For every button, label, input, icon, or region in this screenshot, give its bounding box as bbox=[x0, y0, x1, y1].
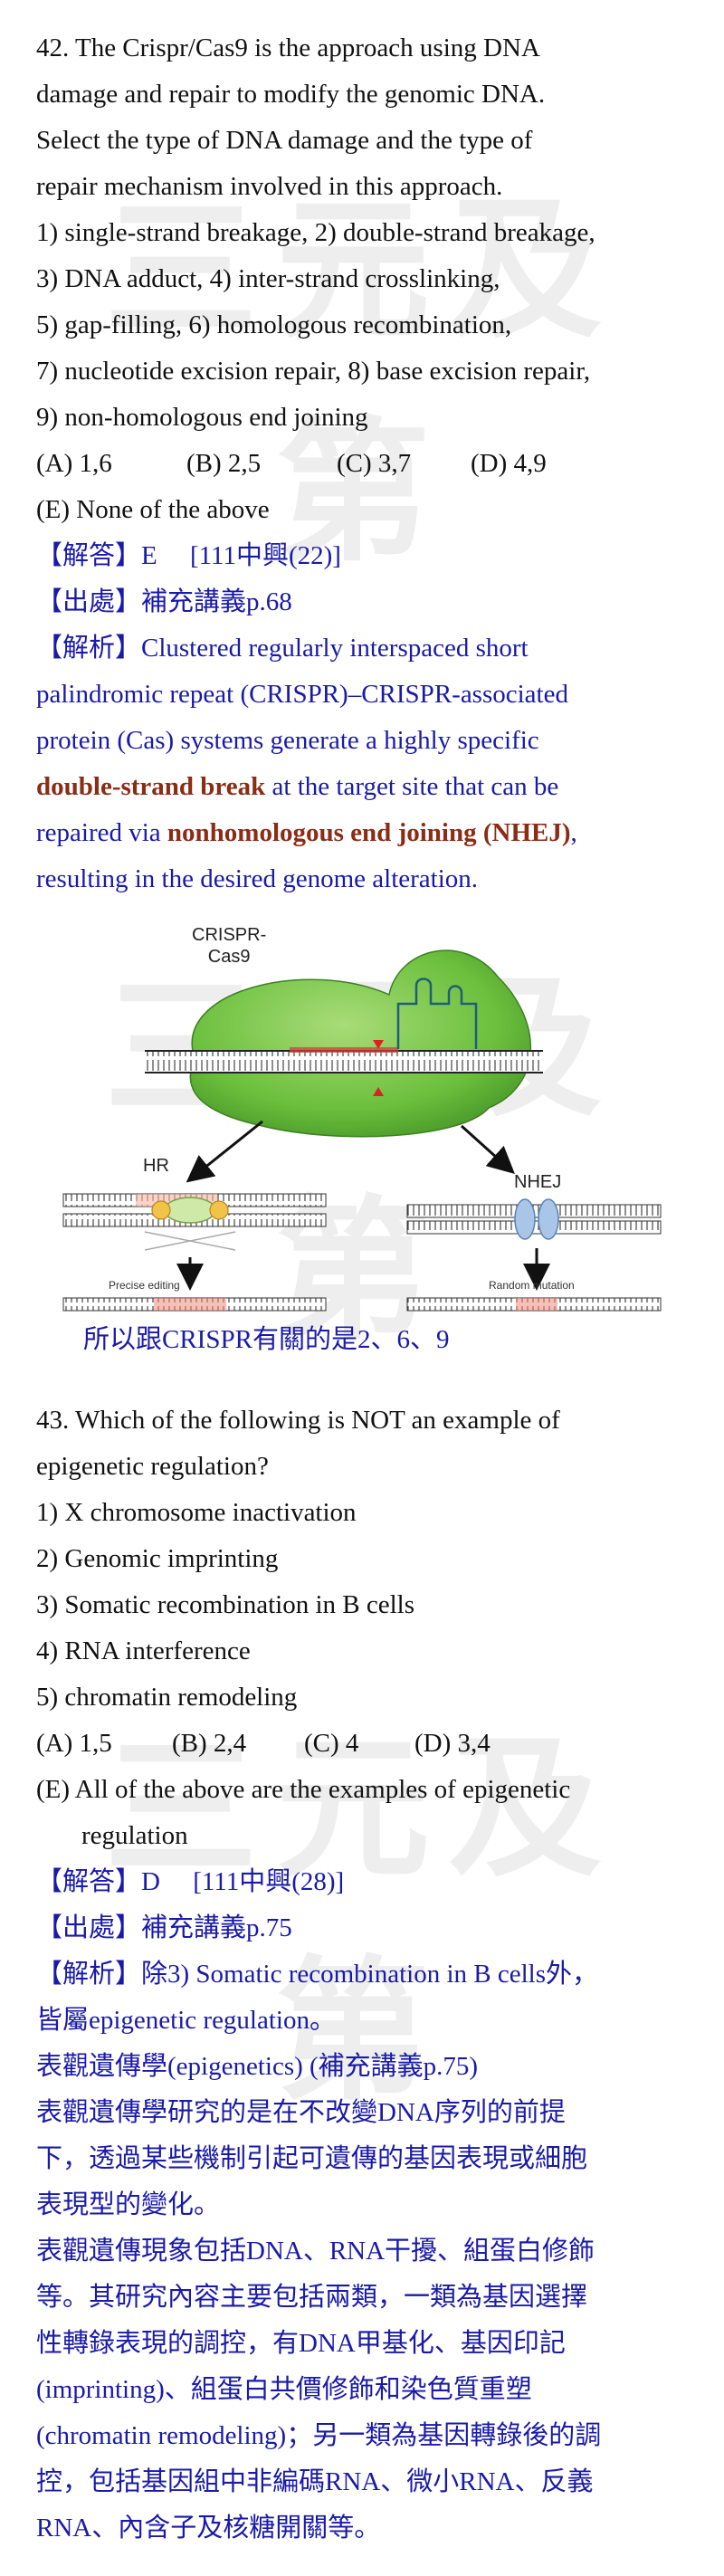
q42-line-5: 1) single-strand breakage, 2) double-str… bbox=[36, 218, 595, 247]
q43-source: 【出處】補充講義p.75 bbox=[36, 1913, 292, 1942]
q43-explain-8: 等。其研究內容主要包括兩類，一類為基因選擇 bbox=[36, 2283, 588, 2312]
q43-line-5: 3) Somatic recombination in B cells bbox=[36, 1590, 414, 1619]
q42-explain-2: palindromic repeat (CRISPR)–CRISPR-assoc… bbox=[36, 680, 568, 709]
q43-explain-11: (chromatin remodeling)；另一類為基因轉錄後的調 bbox=[36, 2421, 602, 2450]
q43-explain-13: RNA、內含子及核糖開關等。 bbox=[36, 2514, 381, 2543]
q42-option-b: (B) 2,5 bbox=[186, 449, 262, 478]
q43-line-6: 4) RNA interference bbox=[36, 1636, 251, 1665]
q43-explain-2: 皆屬epigenetic regulation。 bbox=[36, 2006, 336, 2035]
q43-answer: 【解答】D [111中興(28)] bbox=[36, 1867, 345, 1896]
q43-explain-6: 表現型的變化。 bbox=[36, 2190, 221, 2219]
q43-explain-10: (imprinting)、組蛋白共價修飾和染色質重塑 bbox=[36, 2375, 532, 2404]
q42-option-e: (E) None of the above bbox=[36, 495, 270, 524]
cas9-protein-shape bbox=[189, 949, 532, 1138]
document-page: 42. The Crispr/Cas9 is the approach usin… bbox=[36, 25, 706, 2552]
q42-explain-5-start: repaired via bbox=[36, 818, 167, 847]
highlight-double-strand-break: double-strand break bbox=[36, 772, 266, 801]
q43-line-3: 1) X chromosome inactivation bbox=[36, 1498, 357, 1527]
q43-option-d: (D) 3,4 bbox=[414, 1729, 491, 1758]
q43-explain-1: 【解析】除3) Somatic recombination in B cells… bbox=[36, 1960, 598, 1989]
q42-line-1: 42. The Crispr/Cas9 is the approach usin… bbox=[36, 33, 540, 62]
q42-explain-5: repaired via nonhomologous end joining (… bbox=[36, 810, 706, 856]
q43-option-e-line-2: regulation bbox=[81, 1821, 188, 1850]
hr-protein-right bbox=[209, 1200, 229, 1220]
q42-source: 【出處】補充講義p.68 bbox=[36, 587, 292, 616]
q42-option-a: (A) 1,6 bbox=[36, 449, 112, 478]
q43-line-7: 5) chromatin remodeling bbox=[36, 1683, 298, 1712]
nhej-label: NHEJ bbox=[514, 1172, 562, 1192]
q43-line-1: 43. Which of the following is NOT an exa… bbox=[36, 1406, 560, 1435]
q43-explain-3: 表觀遺傳學(epigenetics) (補充講義p.75) bbox=[36, 2052, 479, 2081]
cut-site-marker-top bbox=[373, 1040, 384, 1049]
q42-explain-6: resulting in the desired genome alterati… bbox=[36, 864, 479, 893]
hr-protein-left bbox=[151, 1200, 171, 1220]
random-mutation-label: Random mutation bbox=[489, 1279, 575, 1292]
q42-option-d: (D) 4,9 bbox=[471, 449, 547, 478]
nhej-protein-right bbox=[538, 1198, 559, 1240]
q43-explain-7: 表觀遺傳現象包括DNA、RNA干擾、組蛋白修飾 bbox=[36, 2237, 595, 2266]
q43-explain-4: 表觀遺傳學研究的是在不改變DNA序列的前提 bbox=[36, 2098, 566, 2127]
watermark-top: 三元及第 bbox=[103, 181, 620, 583]
q42-conclusion: 所以跟CRISPR有關的是2、6、9 bbox=[83, 1325, 450, 1354]
q43-option-e-line-1: (E) All of the above are the examples of… bbox=[36, 1775, 571, 1804]
q43-option-c: (C) 4 bbox=[304, 1729, 359, 1758]
q42-line-6: 3) DNA adduct, 4) inter-strand crosslink… bbox=[36, 264, 500, 293]
q43-line-4: 2) Genomic imprinting bbox=[36, 1544, 279, 1573]
guide-rna-segment bbox=[290, 1047, 398, 1053]
crispr-diagram-svg bbox=[62, 949, 662, 1312]
q42-explain-3: protein (Cas) systems generate a highly … bbox=[36, 726, 539, 755]
q43-line-2: epigenetic regulation? bbox=[36, 1452, 269, 1481]
target-dna bbox=[145, 1051, 543, 1073]
hr-label: HR bbox=[143, 1156, 169, 1176]
q43-option-a: (A) 1,5 bbox=[36, 1729, 112, 1758]
arrow-to-hr bbox=[186, 1120, 263, 1183]
q42-line-3: Select the type of DNA damage and the ty… bbox=[36, 126, 533, 155]
q42-explain-4: double-strand break at the target site t… bbox=[36, 764, 706, 810]
cas9-label: CRISPR- Cas9 bbox=[192, 924, 266, 968]
crispr-diagram: CRISPR- Cas9 HR NHEJ Precise editing Ran… bbox=[36, 913, 706, 1312]
q43-options: (A) 1,5 (B) 2,4 (C) 4 (D) 3,4 bbox=[36, 1721, 706, 1767]
highlight-nhej: nonhomologous end joining (NHEJ) bbox=[167, 818, 571, 847]
watermark-bottom: 三元及第 bbox=[103, 1720, 620, 2122]
question-42: 42. The Crispr/Cas9 is the approach usin… bbox=[36, 25, 706, 1363]
q43-option-b: (B) 2,4 bbox=[172, 1729, 247, 1758]
hr-protein-complex bbox=[164, 1197, 216, 1224]
q42-explain-4-rest: at the target site that can be bbox=[265, 772, 559, 801]
cas9-label-line-2: Cas9 bbox=[207, 947, 251, 967]
q42-options: (A) 1,6 (B) 2,5 (C) 3,7 (D) 4,9 bbox=[36, 441, 706, 487]
question-gap bbox=[36, 1363, 706, 1398]
arrow-to-nhej bbox=[460, 1124, 515, 1175]
hr-cross-2 bbox=[144, 1231, 236, 1251]
cut-site-marker-bottom bbox=[373, 1087, 384, 1096]
nhej-mutation-region bbox=[516, 1298, 557, 1311]
nhej-protein-left bbox=[514, 1198, 536, 1240]
q42-line-8: 7) nucleotide excision repair, 8) base e… bbox=[36, 357, 591, 386]
q42-line-9: 9) non-homologous end joining bbox=[36, 403, 368, 432]
q42-line-2: damage and repair to modify the genomic … bbox=[36, 80, 546, 109]
q43-explain-12: 控，包括基因組中非編碼RNA、微小RNA、反義 bbox=[36, 2467, 594, 2496]
q43-explain-9: 性轉錄表現的調控，有DNA甲基化、基因印記 bbox=[36, 2329, 566, 2358]
cas9-label-line-1: CRISPR- bbox=[192, 925, 267, 945]
q42-answer: 【解答】E [111中興(22)] bbox=[36, 541, 341, 570]
hr-edited-region bbox=[154, 1298, 226, 1311]
q42-explain-5-end: , bbox=[570, 818, 577, 847]
q42-option-c: (C) 3,7 bbox=[337, 449, 412, 478]
q42-line-4: repair mechanism involved in this approa… bbox=[36, 172, 503, 201]
q42-line-7: 5) gap-filling, 6) homologous recombinat… bbox=[36, 310, 512, 339]
precise-editing-label: Precise editing bbox=[109, 1279, 180, 1292]
guide-rna-hairpin bbox=[396, 978, 478, 1049]
q43-explain-5: 下，透過某些機制引起可遺傳的基因表現或細胞 bbox=[36, 2144, 588, 2173]
q42-explain-1: 【解析】Clustered regularly interspaced shor… bbox=[36, 634, 529, 663]
question-43: 43. Which of the following is NOT an exa… bbox=[36, 1398, 706, 2552]
